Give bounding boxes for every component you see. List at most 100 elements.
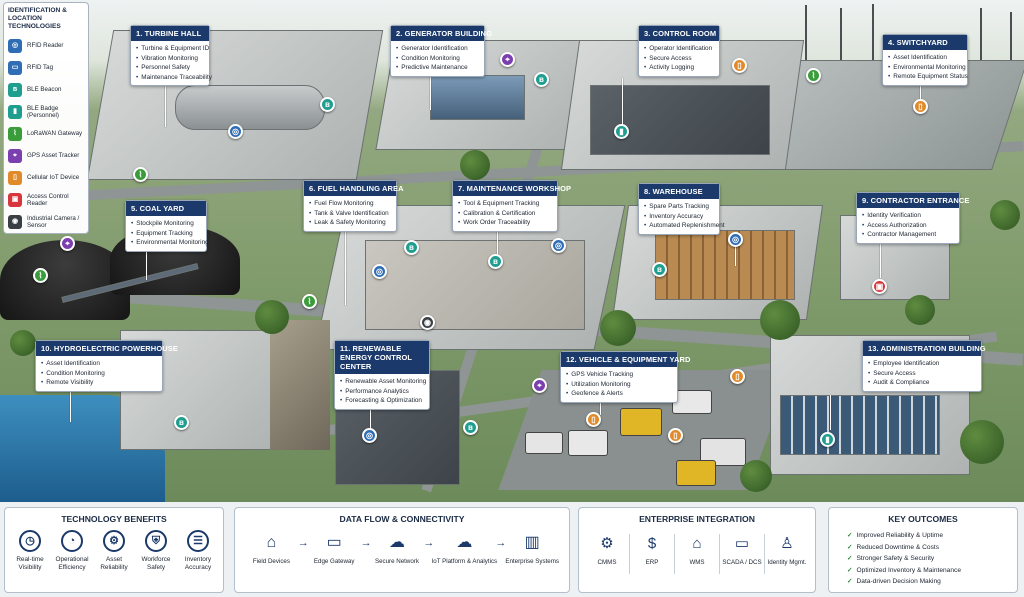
technology-benefits-panel: TECHNOLOGY BENEFITS ◷ Real-time Visibili… [4, 507, 224, 593]
admin-windows [780, 395, 940, 455]
zone-callout-hydro-powerhouse[interactable]: 10. HYDROELECTRIC POWERHOUSE Asset Ident… [35, 340, 178, 392]
cellular-iot-pin[interactable]: ▯ [586, 412, 601, 427]
legend-label: RFID Tag [27, 64, 54, 72]
panel-title: ENTERPRISE INTEGRATION [639, 514, 755, 524]
transmission-tower [1010, 12, 1012, 88]
outcome-label: Reduced Downtime & Costs [856, 543, 939, 551]
legend-item: ◎ RFID Reader [8, 35, 84, 57]
rfid-reader-pin[interactable]: ◎ [551, 238, 566, 253]
zone-item: Personnel Safety [136, 63, 204, 73]
zone-callout-administration-building[interactable]: 13. ADMINISTRATION BUILDING Employee Ide… [862, 340, 986, 392]
vehicle [676, 460, 716, 486]
zone-callout-fuel-handling[interactable]: 6. FUEL HANDLING AREA Fuel Flow Monitori… [303, 180, 404, 232]
benefit-label: Workforce Safety [141, 556, 171, 571]
transmission-tower [840, 8, 842, 78]
lorawan-gateway-icon: ⌇ [8, 127, 22, 141]
callout-leader [735, 236, 736, 266]
zone-callout-maintenance-workshop[interactable]: 7. MAINTENANCE WORKSHOP Tool & Equipment… [452, 180, 571, 232]
zone-item: Condition Monitoring [41, 369, 157, 379]
gps-tracker-pin[interactable]: ⌖ [60, 236, 75, 251]
zone-callout-warehouse[interactable]: 8. WAREHOUSE Spare Parts Tracking Invent… [638, 183, 725, 235]
ble-badge-pin[interactable]: ▮ [820, 432, 835, 447]
integration-label: ERP [645, 559, 659, 566]
zone-item: GPS Vehicle Tracking [566, 370, 672, 380]
lorawan-pin[interactable]: ⌇ [33, 268, 48, 283]
outcome-label: Stronger Safety & Security [856, 555, 935, 562]
ble-beacon-pin[interactable]: ʙ [404, 240, 419, 255]
cellular-iot-pin[interactable]: ▯ [730, 369, 745, 384]
arrow-right-icon: → [297, 537, 309, 549]
callout-leader [497, 230, 498, 260]
zone-item: Utilization Monitoring [566, 380, 672, 390]
camera-pin[interactable]: ◉ [420, 315, 435, 330]
tree [10, 330, 36, 356]
benefit-label: Operational Efficiency [55, 556, 89, 571]
control-room-interior [590, 85, 770, 155]
zone-title: 4. SWITCHYARD [883, 35, 967, 50]
ble-beacon-pin[interactable]: ʙ [463, 420, 478, 435]
zone-title: 12. VEHICLE & EQUIPMENT YARD [561, 352, 690, 367]
rfid-reader-pin[interactable]: ◎ [372, 264, 387, 279]
zone-callout-vehicle-yard[interactable]: 12. VEHICLE & EQUIPMENT YARD GPS Vehicle… [560, 351, 690, 403]
zone-callout-contractor-entrance[interactable]: 9. CONTRACTOR ENTRANCE Identity Verifica… [856, 192, 969, 244]
rfid-reader-pin[interactable]: ◎ [728, 232, 743, 247]
zone-item: Inventory Accuracy [644, 212, 714, 222]
arrow-right-icon: → [423, 537, 435, 549]
cmms-gear-icon: ⚙ [600, 535, 614, 552]
zone-callout-renewable-control-center[interactable]: 11. RENEWABLE ENERGY CONTROL CENTER Rene… [334, 340, 430, 410]
cellular-iot-pin[interactable]: ▯ [668, 428, 683, 443]
bottom-summary-bar: TECHNOLOGY BENEFITS ◷ Real-time Visibili… [0, 502, 1024, 597]
lorawan-pin[interactable]: ⌇ [806, 68, 821, 83]
zone-callout-switchyard[interactable]: 4. SWITCHYARD Asset Identification Envir… [882, 34, 968, 86]
router-icon: ⌂ [266, 534, 277, 551]
tree [990, 200, 1020, 230]
zone-item: Environmental Monitoring [888, 63, 965, 73]
zone-callout-generator-building[interactable]: 2. GENERATOR BUILDING Generator Identifi… [390, 25, 492, 77]
legend-item: ▭ RFID Tag [8, 57, 84, 79]
warehouse-icon: ⌂ [692, 535, 702, 552]
ble-beacon-pin[interactable]: ʙ [174, 415, 189, 430]
cellular-iot-pin[interactable]: ▯ [732, 58, 747, 73]
checkmark-icon: ✓ [847, 578, 853, 585]
lorawan-pin[interactable]: ⌇ [302, 294, 317, 309]
ble-badge-pin[interactable]: ▮ [614, 124, 629, 139]
ble-beacon-pin[interactable]: ʙ [320, 97, 335, 112]
zone-item: Condition Monitoring [396, 54, 479, 64]
zone-item: Automated Replenishment [644, 221, 724, 231]
zone-callout-turbine-hall[interactable]: 1. TURBINE HALL Turbine & Equipment ID V… [130, 25, 212, 87]
integration-item: $ ERP [632, 532, 672, 574]
zone-item: Asset Identification [888, 53, 962, 63]
zone-callout-control-room[interactable]: 3. CONTROL ROOM Operator Identification … [638, 25, 720, 77]
flow-step: ⌂ Field Devices [245, 532, 298, 565]
checkmark-icon: ✓ [847, 532, 853, 539]
arrow-right-icon: → [495, 537, 507, 549]
coal-stockpile [0, 240, 130, 320]
zone-item: Operator Identification [644, 44, 714, 54]
lorawan-pin[interactable]: ⌇ [133, 167, 148, 182]
callout-leader [430, 75, 431, 110]
rfid-reader-pin[interactable]: ◎ [362, 428, 377, 443]
warehouse-racks [655, 230, 795, 300]
ble-beacon-pin[interactable]: ʙ [488, 254, 503, 269]
ble-beacon-pin[interactable]: ʙ [652, 262, 667, 277]
legend-item: ▣ Access Control Reader [8, 189, 84, 211]
cellular-iot-pin[interactable]: ▯ [913, 99, 928, 114]
ble-beacon-pin[interactable]: ʙ [534, 72, 549, 87]
monitor-icon: ▭ [734, 535, 750, 552]
rfid-reader-pin[interactable]: ◎ [228, 124, 243, 139]
gear-icon: ⚙ [103, 530, 125, 552]
access-reader-pin[interactable]: ▣ [872, 279, 887, 294]
cloud-icon: ☁ [388, 534, 405, 551]
benefit-label: Asset Reliability [100, 556, 128, 571]
zone-item: Performance Analytics [340, 387, 424, 397]
legend-item: ⌇ LoRaWAN Gateway [8, 123, 84, 145]
zone-callout-coal-yard[interactable]: 5. COAL YARD Stockpile Monitoring Equipm… [125, 200, 209, 252]
camera-icon: ◉ [8, 215, 22, 229]
legend-item: ▮ BLE Badge (Personnel) [8, 101, 84, 123]
flow-label: IoT Platform & Analytics [431, 558, 498, 565]
legend-label: Industrial Camera / Sensor [27, 214, 80, 229]
callout-leader [70, 392, 71, 422]
gps-tracker-pin[interactable]: ⌖ [500, 52, 515, 67]
gps-tracker-pin[interactable]: ⌖ [532, 378, 547, 393]
server-icon: ▥ [524, 534, 540, 551]
